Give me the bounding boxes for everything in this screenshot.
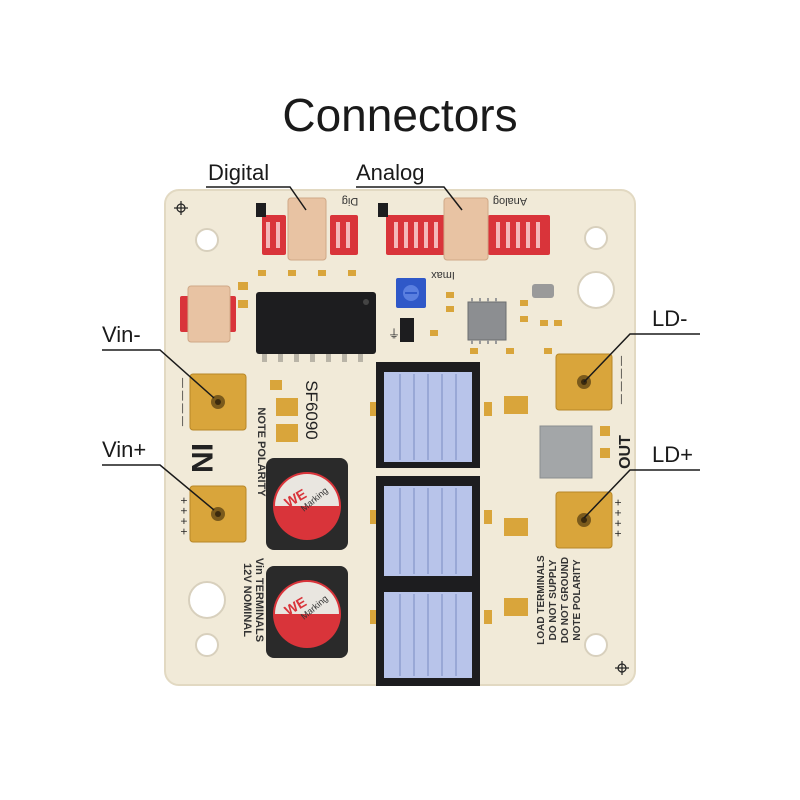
digital-leader — [206, 186, 307, 211]
capacitor-1: WE Marking — [266, 458, 348, 550]
smd-components — [238, 270, 610, 624]
crystal — [532, 284, 554, 298]
ld-plus-leader — [583, 469, 700, 519]
vin-terminals-silk-1: Vin TERMINALS — [253, 558, 265, 642]
digital-callout: Digital — [208, 160, 270, 185]
note-polarity-silk: NOTE POLARITY — [255, 407, 267, 497]
vin-minus-leader — [102, 349, 215, 399]
vin-plus-pad — [189, 485, 247, 543]
ld-plus-callout: LD+ — [652, 442, 693, 467]
analog-header-connector — [378, 197, 550, 261]
imax-silk-label: Imax — [431, 269, 455, 281]
vin-minus-callout: Vin- — [102, 322, 141, 347]
analog-silk-label: Analog — [493, 195, 527, 207]
vin-minus-signs: — — — — — [177, 378, 188, 426]
aux-connector — [180, 285, 236, 343]
ld-minus-leader — [583, 333, 700, 383]
analog-callout: Analog — [356, 160, 425, 185]
terminal-pads — [189, 353, 613, 549]
out-silk-label: OUT — [617, 435, 634, 469]
imax-trimpot — [396, 278, 426, 308]
vin-plus-leader — [102, 464, 215, 511]
page-title: Connectors — [282, 89, 518, 141]
in-silk-label: IN — [185, 443, 218, 473]
load-terminals-silk-4: NOTE POLARITY — [572, 559, 583, 640]
controller-qfn — [467, 298, 507, 344]
analog-leader — [356, 186, 463, 211]
load-terminals-silk-3: DO NOT GROUND — [560, 557, 571, 643]
sense-component — [539, 425, 593, 479]
vin-terminals-silk-2: 12V NOMINAL — [241, 563, 253, 637]
ld-plus-signs: + + + + — [611, 499, 625, 537]
vin-minus-pad — [189, 373, 247, 431]
digital-header-connector — [256, 197, 358, 261]
main-ic — [256, 292, 376, 362]
ld-minus-callout: LD- — [652, 306, 688, 331]
model-silk-label: SF6090 — [302, 380, 321, 440]
vin-plus-signs: + + + + — [177, 497, 191, 535]
fiducial-marks — [174, 201, 629, 675]
silk-symbol: ⏚ — [388, 327, 400, 341]
load-terminals-silk-2: DO NOT SUPPLY — [548, 559, 559, 640]
mosfet-heatsinks — [376, 362, 480, 686]
callout-leaders — [102, 186, 700, 519]
load-terminals-silk-1: LOAD TERMINALS — [536, 555, 547, 645]
capacitor-2: WE Marking — [266, 566, 348, 658]
vin-plus-callout: Vin+ — [102, 437, 147, 462]
mounting-holes — [188, 226, 615, 657]
ld-minus-signs: — — — — — [616, 356, 627, 404]
dig-silk-label: Dig — [342, 195, 359, 207]
small-transistor — [400, 318, 414, 342]
ld-plus-pad — [555, 491, 613, 549]
